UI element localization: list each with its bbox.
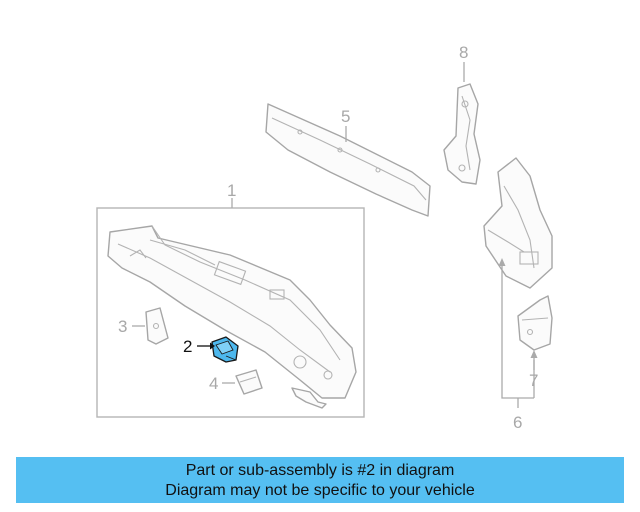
part-7-angle[interactable]	[517, 295, 553, 351]
callout-2: 2	[183, 337, 192, 356]
leader-7-arrow	[530, 350, 538, 358]
callout-1: 1	[227, 181, 236, 200]
callout-3: 3	[118, 317, 127, 336]
part-1-rear-panel[interactable]	[107, 225, 357, 399]
part-5-cross-member[interactable]	[265, 103, 431, 217]
part-4-bracket[interactable]	[235, 369, 263, 395]
part-clip	[291, 387, 327, 409]
leader-6-arrow	[498, 258, 506, 266]
assembly-frame	[96, 207, 365, 418]
banner-line-1: Part or sub-assembly is #2 in diagram	[185, 462, 455, 479]
callout-4: 4	[209, 374, 218, 393]
part-6-side-panel[interactable]	[483, 157, 553, 289]
callout-7: 7	[529, 371, 538, 390]
callout-5: 5	[341, 107, 350, 126]
part-2-bracket[interactable]	[211, 336, 239, 363]
callout-8: 8	[459, 43, 468, 62]
info-banner: Part or sub-assembly is #2 in diagram Di…	[16, 457, 624, 503]
banner-line-2: Diagram may not be specific to your vehi…	[165, 482, 475, 499]
callout-6: 6	[513, 413, 522, 432]
part-3-plate[interactable]	[145, 307, 169, 345]
leader-2-arrow	[210, 342, 215, 350]
part-8-bracket[interactable]	[443, 83, 481, 185]
parts-diagram: 1 2 3 4 5 6 7 8	[96, 43, 553, 432]
